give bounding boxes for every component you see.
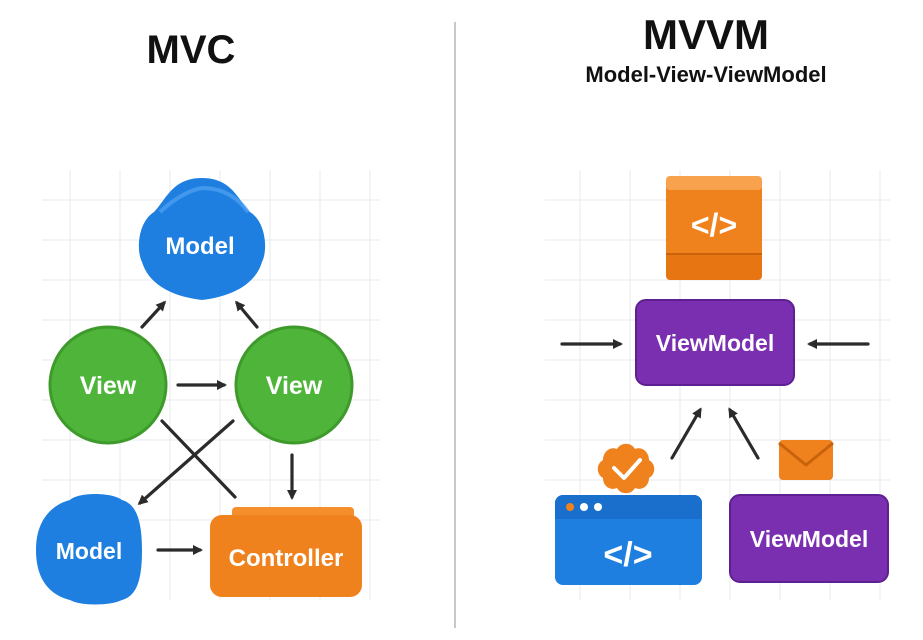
mvc-view-left-label: View [80,372,137,400]
mvc-view-left-node: View [48,325,168,445]
mvvm-code-block-top: </> [666,176,762,280]
code-icon: </> [691,207,737,243]
mvc-model-bottom-label: Model [56,538,122,564]
arrow-viewmodel-to-viewmodel [728,407,760,460]
mvc-controller-node: Controller [210,507,362,597]
arrow-view-right-to-model [235,300,259,329]
mvvm-subtitle: Model-View-ViewModel [585,62,826,87]
mvvm-viewmodel-center-node: ViewModel [635,299,795,386]
mvc-model-top-label: Model [165,233,234,260]
mvc-model-bottom-node: Model [36,494,142,605]
mvvm-viewmodel-bottom-node: ViewModel [729,494,889,583]
arrow-view-left-to-model [140,300,167,329]
code-icon: </> [603,536,652,574]
mvvm-window-node: </> [555,495,702,585]
mvvm-viewmodel-center-label: ViewModel [656,330,774,356]
check-badge-icon [597,443,655,494]
arrow-view-right-to-model-bottom [137,419,235,505]
mvc-controller-label: Controller [229,545,344,572]
window-dots-icon [566,503,602,511]
mvc-model-top-node: Model [138,178,266,300]
mvc-view-right-node: View [234,325,354,445]
envelope-icon [778,440,834,480]
mvvm-viewmodel-bottom-label: ViewModel [750,526,868,552]
mvvm-title: MVVM [643,11,769,58]
mvc-view-right-label: View [266,372,323,400]
mvc-title: MVC [147,28,236,72]
arrow-window-to-viewmodel [670,407,702,460]
line-view-left-to-controller [160,419,237,499]
